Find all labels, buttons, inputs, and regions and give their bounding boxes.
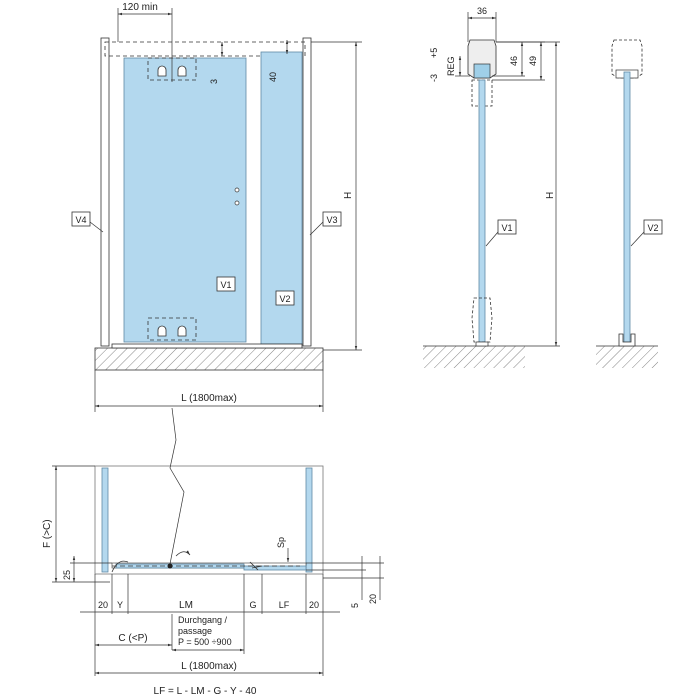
side-view-v1: 36 +5 -3 REG 46 49 H V1 [423, 6, 560, 368]
reg-minus-label: -3 [429, 74, 439, 82]
top-rail [104, 41, 306, 57]
dim-5-label: 5 [350, 603, 360, 608]
label-box-v1 [216, 276, 236, 292]
side-wall-left [101, 467, 109, 573]
roller [473, 63, 491, 79]
passage-line3: P = 500 ÷900 [178, 637, 232, 647]
width-label: L (1800max) [181, 393, 237, 404]
label-v4: V4 [75, 215, 86, 225]
side-view-v2: V2 [596, 39, 663, 368]
glass-v1 [478, 79, 486, 343]
door-panel-v1 [123, 57, 247, 343]
wall-profile-right [302, 37, 312, 347]
pivot-point [167, 563, 173, 569]
leader-line [89, 221, 104, 233]
f-label: F (>C) [42, 519, 53, 548]
slide-arrow-icon [175, 550, 191, 557]
floor [596, 346, 658, 368]
reg-plus-label: +5 [429, 48, 439, 58]
top-roller-icon [157, 65, 187, 77]
dim-40-label: 40 [268, 72, 278, 82]
dim-36-label: 36 [477, 6, 487, 16]
passage-line1: Durchgang / [178, 615, 228, 625]
lf-label: LF [279, 600, 290, 610]
g-label: G [249, 600, 256, 610]
glass-v2 [623, 71, 631, 343]
formula-label: LF = L - LM - G - Y - 40 [154, 686, 257, 697]
dim-49-label: 49 [528, 56, 538, 66]
height-label: H [343, 192, 354, 199]
dim-46-label: 46 [509, 56, 519, 66]
bottom-u-profile [618, 333, 636, 347]
label-v1: V1 [501, 223, 512, 233]
handle-icon [249, 561, 263, 571]
label-v2: V2 [647, 223, 658, 233]
handle-hole-icon [234, 200, 240, 206]
c-label: C (<P) [118, 633, 147, 644]
dim-20-right-label: 20 [309, 600, 319, 610]
label-box-v4 [71, 211, 91, 227]
dim-120-label: 120 min [122, 2, 158, 13]
base-strip [111, 343, 303, 349]
height-label: H [545, 192, 556, 199]
bottom-clamp [471, 297, 493, 343]
passage-line2: passage [178, 626, 212, 636]
side-wall-right [305, 467, 313, 573]
wall-profile-left [100, 37, 110, 347]
leader-line [309, 221, 324, 236]
dim-20-vert-label: 20 [368, 594, 378, 604]
floor [423, 346, 525, 368]
label-box-v1 [497, 219, 517, 235]
dim-3-label: 3 [209, 79, 219, 84]
bottom-roller-box [147, 317, 197, 341]
sp-label: Sp [276, 537, 286, 548]
leader-line [485, 231, 499, 247]
label-box-v2 [643, 219, 663, 235]
left-stop [111, 560, 129, 573]
dim-25-label: 25 [62, 570, 72, 580]
handle-hole-icon [234, 187, 240, 193]
floor-guide [475, 341, 489, 347]
dim-20-left-label: 20 [98, 600, 108, 610]
plan-outline [94, 465, 324, 575]
plan-view: F (>C) 25 20 Y LM G LF 20 Sp 5 20 [42, 407, 384, 697]
lm-label: LM [179, 600, 193, 611]
width-label: L (1800max) [181, 661, 237, 672]
label-v2: V2 [279, 294, 290, 304]
front-view: 120 min 3 40 H L (1800max) V4 V3 V1 V2 [71, 2, 362, 412]
y-label: Y [117, 600, 123, 610]
section-line [169, 407, 185, 565]
label-box-v3 [322, 211, 342, 227]
label-v3: V3 [326, 215, 337, 225]
leader-line [630, 231, 645, 247]
reg-label: REG [446, 56, 456, 76]
label-v1: V1 [220, 280, 231, 290]
bottom-roller-icon [157, 325, 187, 337]
floor [94, 347, 324, 371]
label-box-v2 [275, 290, 295, 306]
